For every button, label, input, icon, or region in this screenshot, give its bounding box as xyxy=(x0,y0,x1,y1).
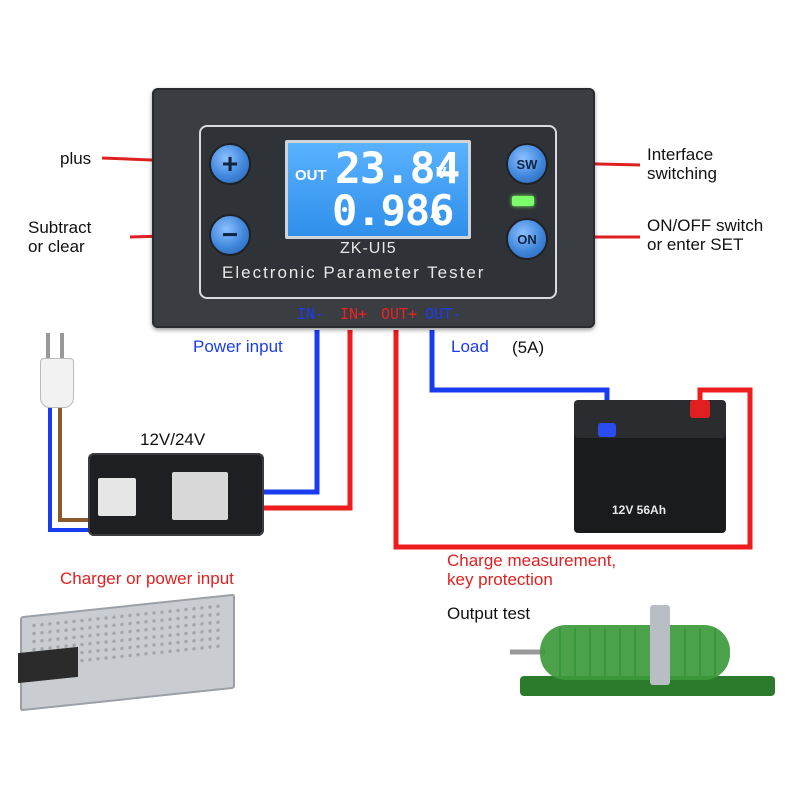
on-button[interactable]: ON xyxy=(506,218,548,260)
battery-label: 12V 56Ah xyxy=(612,503,667,517)
lcd-voltage: 23.84 xyxy=(335,144,460,194)
label-subtract-2: or clear xyxy=(28,237,85,256)
label-plus: plus xyxy=(60,149,92,168)
label-subtract-1: Subtract xyxy=(28,218,92,237)
lcd-mode: OUT xyxy=(295,167,327,184)
resistor-base xyxy=(520,676,775,696)
battery-positive-terminal xyxy=(690,400,710,418)
label-charge-1: Charge measurement, xyxy=(447,551,617,570)
label-adapter-voltage: 12V/24V xyxy=(140,430,206,449)
lcd-current-unit: A xyxy=(430,205,442,222)
label-load: Load xyxy=(451,337,489,356)
label-load-rating: (5A) xyxy=(512,338,545,357)
wire-in-minus xyxy=(262,330,320,495)
lcd-voltage-unit: V xyxy=(436,165,447,182)
wire-in-plus xyxy=(262,330,353,511)
label-power-input: Power input xyxy=(193,337,283,356)
lcd-display xyxy=(285,140,471,239)
psu-terminal-block xyxy=(18,646,78,684)
adapter-socket xyxy=(98,478,136,516)
load-resistor xyxy=(540,625,730,680)
power-plug xyxy=(40,358,74,408)
battery-negative-terminal xyxy=(598,423,616,437)
plug-pin xyxy=(60,333,64,361)
lcd-current: 0.986 xyxy=(332,186,454,235)
label-output-test: Output test xyxy=(447,604,531,623)
terminal-in-minus: IN- xyxy=(297,305,325,323)
label-charger: Charger or power input xyxy=(60,569,234,588)
plug-pin xyxy=(46,333,50,361)
status-led xyxy=(512,196,534,206)
adapter-label-plate xyxy=(172,472,228,520)
resistor-tap xyxy=(650,605,670,685)
plug-cord-brown xyxy=(58,405,90,522)
label-interface-2: switching xyxy=(647,164,717,183)
device-model: ZK-UI5 xyxy=(340,240,397,257)
terminal-in-plus: IN+ xyxy=(340,305,368,323)
wire-out-plus xyxy=(393,330,753,550)
label-interface-1: Interface xyxy=(647,145,714,164)
label-onoff-1: ON/OFF switch xyxy=(647,216,764,235)
plug-cord-blue xyxy=(48,405,90,532)
plus-button[interactable]: + xyxy=(209,143,251,185)
terminal-out-plus: OUT+ xyxy=(381,305,418,323)
device-name: Electronic Parameter Tester xyxy=(222,263,486,282)
label-onoff-2: or enter SET xyxy=(647,235,744,254)
sw-button[interactable]: SW xyxy=(506,143,548,185)
minus-button[interactable]: − xyxy=(209,214,251,256)
label-charge-2: key protection xyxy=(447,570,553,589)
terminal-out-minus: OUT- xyxy=(425,305,462,323)
